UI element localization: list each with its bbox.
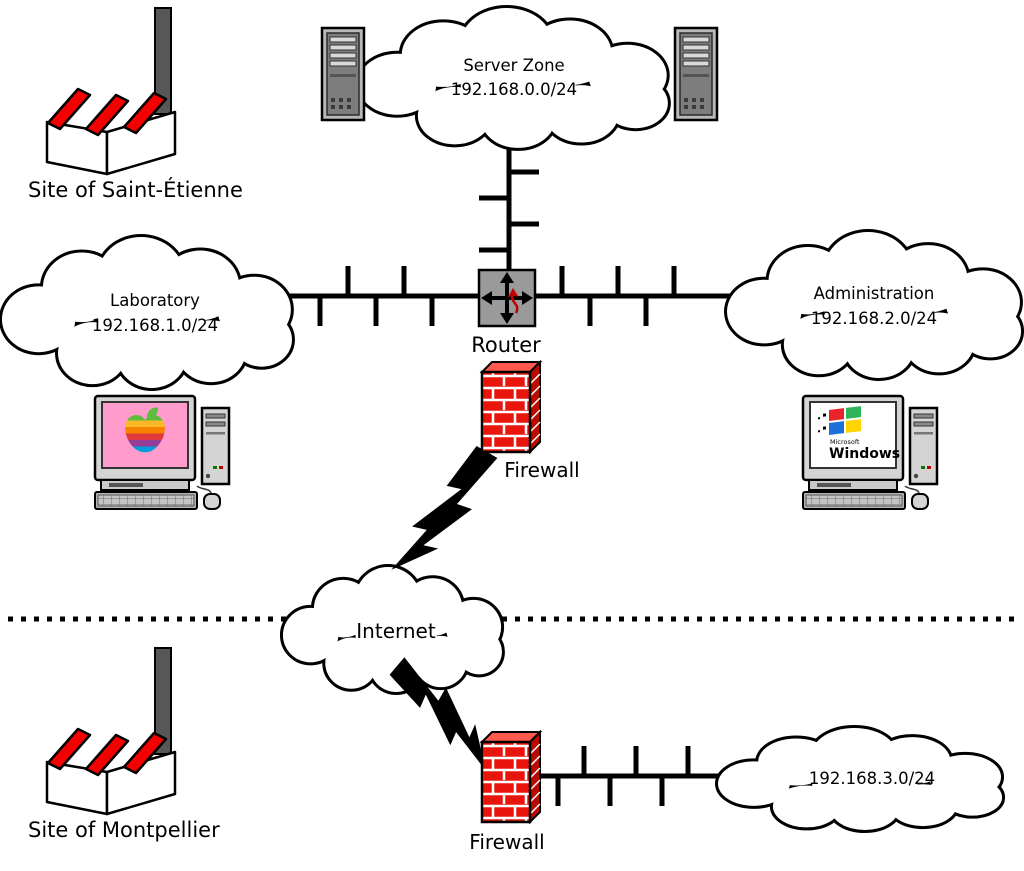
server-tower-left-icon [320, 26, 366, 122]
server-zone-cloud [358, 8, 668, 148]
administration-cloud [727, 232, 1021, 378]
internet-label: Internet [356, 619, 436, 643]
firewall-montpellier-label: Firewall [469, 830, 544, 854]
arrow-down-icon [500, 313, 514, 324]
montpellier-lan-subnet: 192.168.3.0/24 [809, 769, 935, 788]
arrow-left-icon [481, 291, 492, 305]
administration-name: Administration [814, 284, 935, 303]
administration-subnet: 192.168.2.0/24 [811, 309, 937, 328]
mac-workstation-icon [93, 394, 231, 511]
laboratory-cloud [2, 237, 292, 388]
server-zone-subnet: 192.168.0.0/24 [451, 80, 577, 99]
microsoft-text: Microsoft [830, 438, 860, 446]
arrow-up-icon [500, 272, 514, 283]
router-label: Router [471, 333, 541, 357]
factory-saint-etienne-icon [45, 6, 177, 176]
lightning-link-hq-internet [388, 438, 501, 590]
factory-montpellier-icon [45, 646, 177, 816]
windows-logo-icon: Microsoft Windows [818, 406, 900, 462]
laboratory-subnet: 192.168.1.0/24 [92, 316, 218, 335]
windows-workstation-icon: Microsoft Windows [801, 394, 939, 511]
firewall-hq-label: Firewall [504, 458, 579, 482]
server-zone-name: Server Zone [463, 56, 564, 75]
site-saint-etienne-label: Site of Saint-Étienne [28, 177, 243, 202]
site-montpellier-label: Site of Montpellier [28, 818, 220, 842]
ethernet-server-link [479, 140, 539, 272]
ethernet-bus-montpellier [536, 746, 730, 806]
firewall-hq-icon [480, 360, 542, 454]
windows-text: Windows [829, 446, 900, 462]
router-icon [477, 268, 537, 328]
labels: Site of Saint-Étienne Site of Montpellie… [28, 56, 937, 854]
laboratory-name: Laboratory [110, 291, 200, 310]
arrow-right-icon [522, 291, 533, 305]
firewall-montpellier-icon [480, 730, 542, 824]
server-tower-right-icon [673, 26, 719, 122]
